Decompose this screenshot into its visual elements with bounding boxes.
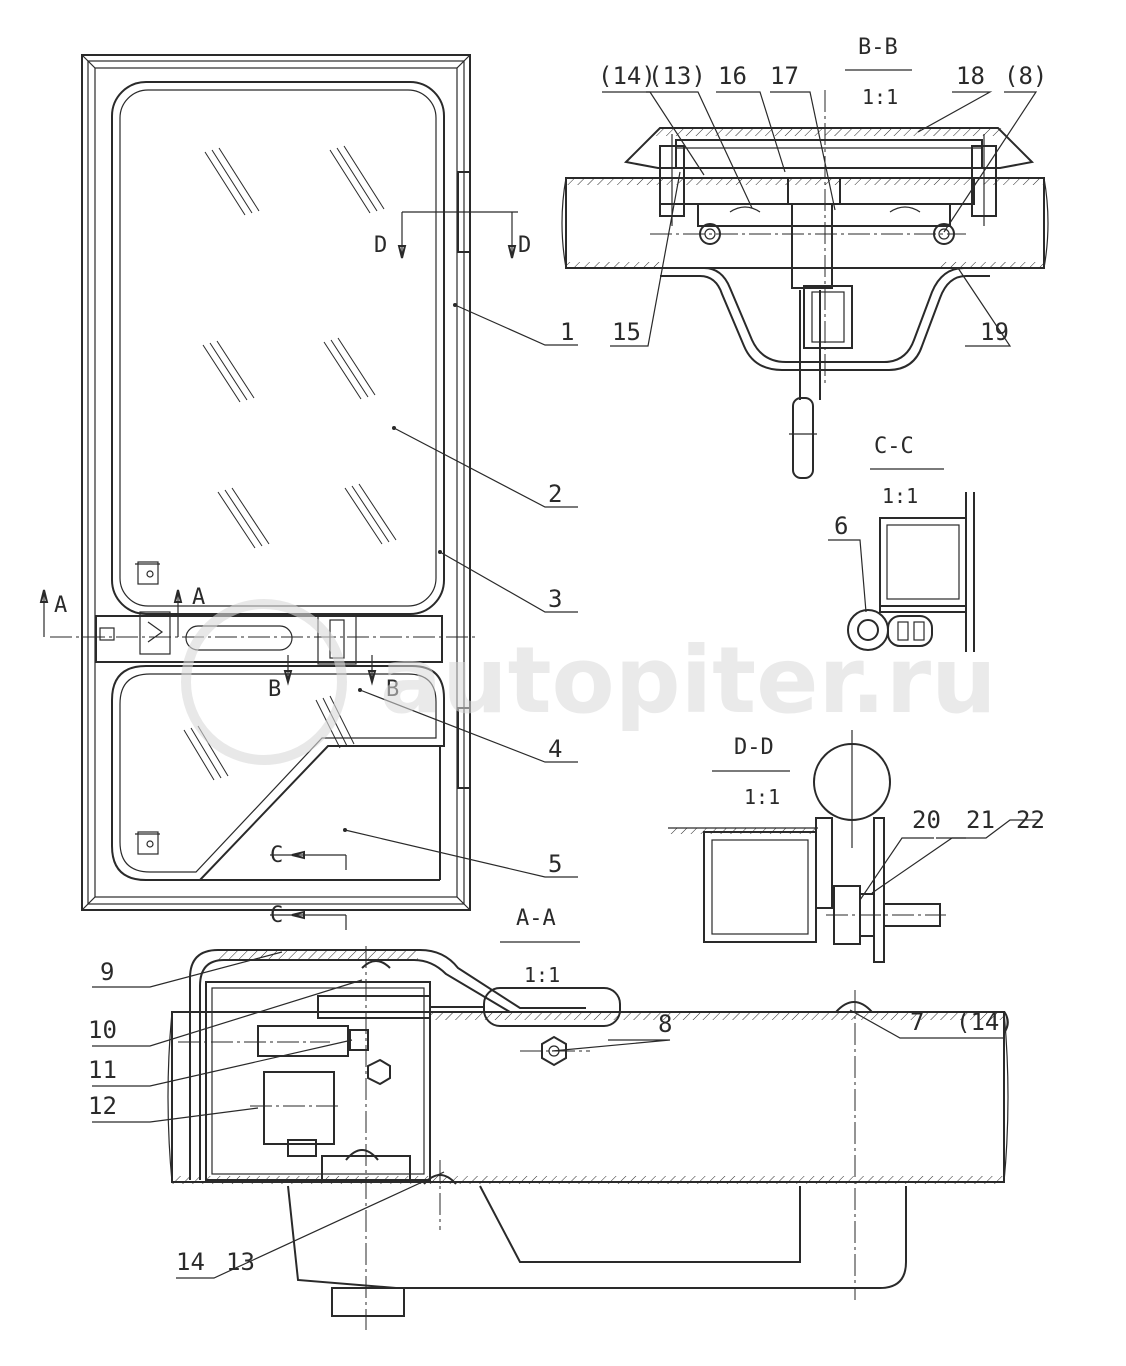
section-aa: A-A 1:1	[88, 906, 1014, 1330]
callout-17: 17	[770, 62, 799, 90]
callout-18: 18	[956, 62, 985, 90]
section-bb-scale: 1:1	[862, 85, 898, 109]
watermark-text: autopiter.ru	[380, 627, 997, 734]
callout-5: 5	[548, 850, 562, 878]
cut-letter-c-top: C	[270, 843, 283, 868]
callout-21: 21	[966, 806, 995, 834]
cut-letter-d-right: D	[518, 233, 531, 258]
section-cc-scale: 1:1	[882, 484, 918, 508]
watermark: autopiter.ru	[181, 599, 997, 765]
callout-12: 12	[88, 1092, 117, 1120]
callout-15: 15	[612, 318, 641, 346]
upper-glass-pane	[111, 81, 445, 615]
callout-11: 11	[88, 1056, 117, 1084]
callout-6: 6	[834, 512, 848, 540]
cut-letter-d-left: D	[374, 233, 387, 258]
section-dd-title: D-D	[734, 735, 774, 760]
callout-14-bottom: 14	[176, 1248, 205, 1276]
section-cc-title: C-C	[874, 434, 914, 459]
callout-2: 2	[548, 480, 562, 508]
cut-letter-b-left: B	[268, 677, 281, 702]
section-bb-title: B-B	[858, 35, 898, 60]
callout-8-bb: (8)	[1004, 62, 1047, 90]
callout-8: 8	[658, 1010, 672, 1038]
callout-3: 3	[548, 585, 562, 613]
door-front-view: A A B B C C D D	[39, 54, 578, 930]
callout-13-bb: (13)	[648, 62, 706, 90]
callout-22: 22	[1016, 806, 1045, 834]
cut-letter-a-right: A	[192, 585, 205, 610]
callout-16: 16	[718, 62, 747, 90]
callout-4: 4	[548, 735, 562, 763]
callout-14-bb: (14)	[598, 62, 656, 90]
callout-19: 19	[980, 318, 1009, 346]
callout-1: 1	[560, 318, 574, 346]
cut-letter-c-bottom: C	[270, 903, 283, 928]
latch-bar	[95, 615, 443, 663]
callout-20: 20	[912, 806, 941, 834]
section-aa-scale: 1:1	[524, 963, 560, 987]
section-dd: D-D 1:1 20 21 22	[668, 730, 1045, 963]
glass-reflection-marks	[183, 145, 397, 781]
section-aa-title: A-A	[516, 906, 556, 931]
cut-letter-a-left: A	[54, 593, 67, 618]
lower-glass-pane	[111, 665, 445, 881]
cut-letter-b-right: B	[386, 677, 399, 702]
section-bb: B-B 1:1	[561, 35, 1049, 479]
callout-10: 10	[88, 1016, 117, 1044]
callout-7: 7	[910, 1008, 924, 1036]
section-cc: C-C 1:1 6	[828, 434, 975, 652]
section-dd-scale: 1:1	[744, 785, 780, 809]
callout-9: 9	[100, 958, 114, 986]
callout-13-bottom: 13	[226, 1248, 255, 1276]
callout-14-aa: (14)	[956, 1008, 1014, 1036]
door-outer-frame	[81, 54, 471, 911]
